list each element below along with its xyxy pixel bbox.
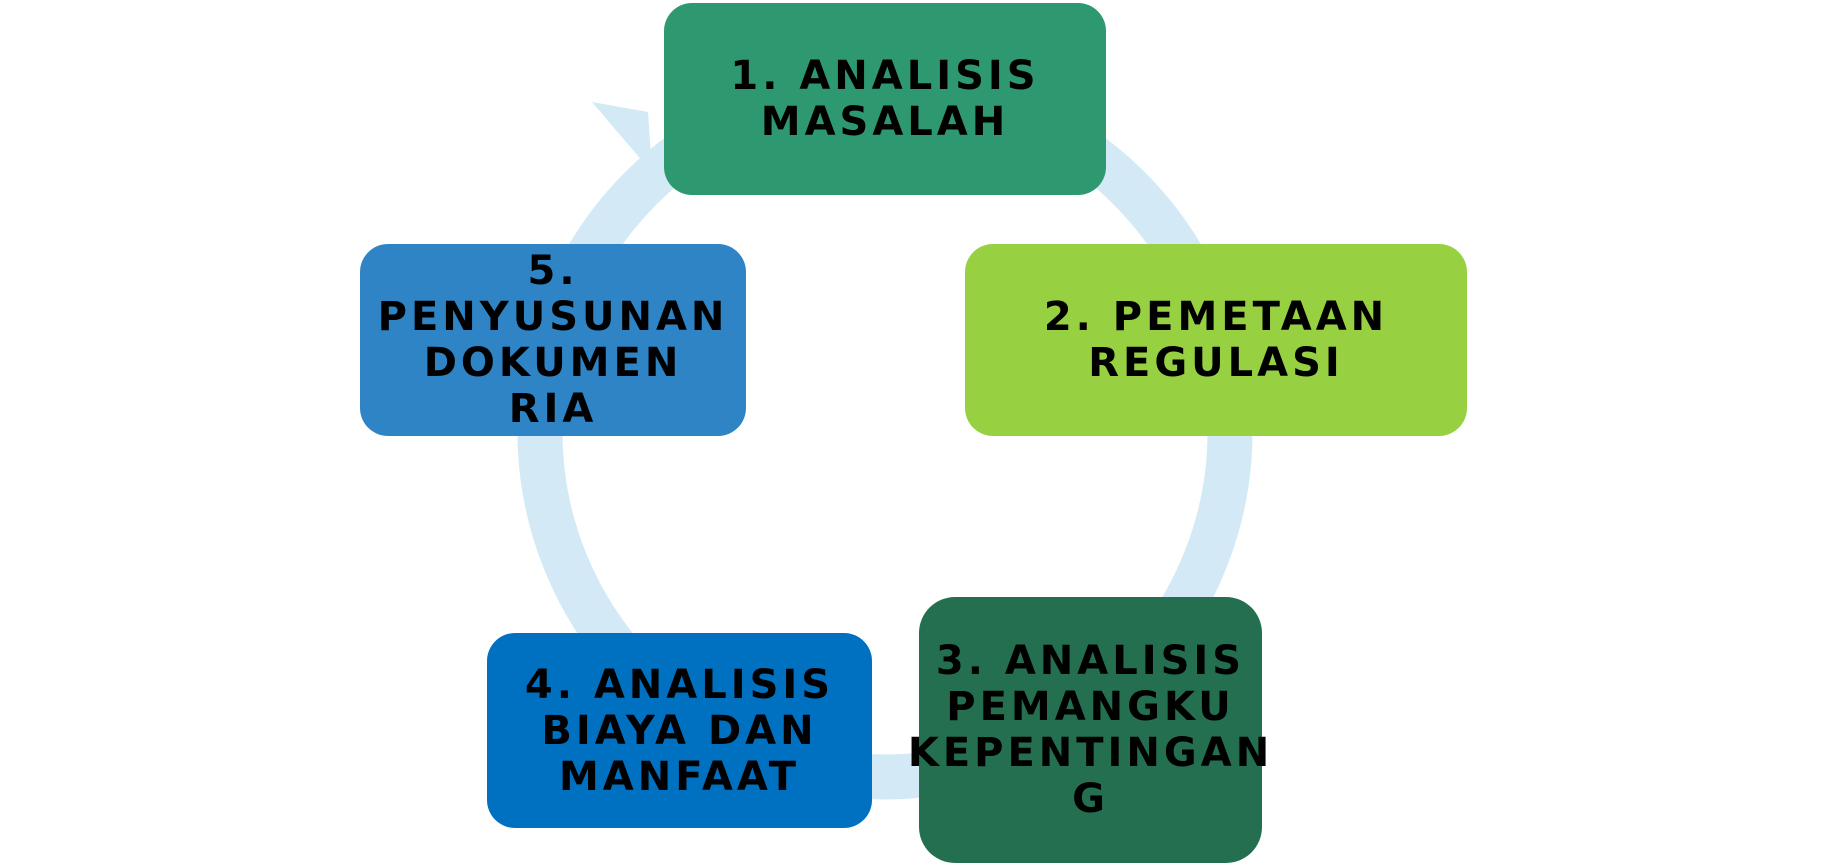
step-label: 1. ANALISIS MASALAH: [730, 53, 1040, 145]
step-5-penyusunan-dokumen-ria: 5. PENYUSUNAN DOKUMEN RIA: [360, 244, 746, 436]
step-2-pemetaan-regulasi: 2. PEMETAAN REGULASI: [965, 244, 1467, 436]
step-4-analisis-biaya-manfaat: 4. ANALISIS BIAYA DAN MANFAAT: [487, 633, 872, 828]
step-1-analisis-masalah: 1. ANALISIS MASALAH: [664, 3, 1106, 195]
step-label: 2. PEMETAAN REGULASI: [1043, 294, 1389, 386]
step-label: 5. PENYUSUNAN DOKUMEN RIA: [377, 248, 729, 432]
step-label: 4. ANALISIS BIAYA DAN MANFAAT: [524, 661, 835, 800]
step-3-analisis-pemangku-kepentingan: 3. ANALISIS PEMANGKU KEPENTINGAN G: [908, 597, 1269, 863]
step-label: 3. ANALISIS PEMANGKU KEPENTINGAN G: [907, 638, 1274, 822]
arrowhead-icon: [592, 102, 652, 172]
